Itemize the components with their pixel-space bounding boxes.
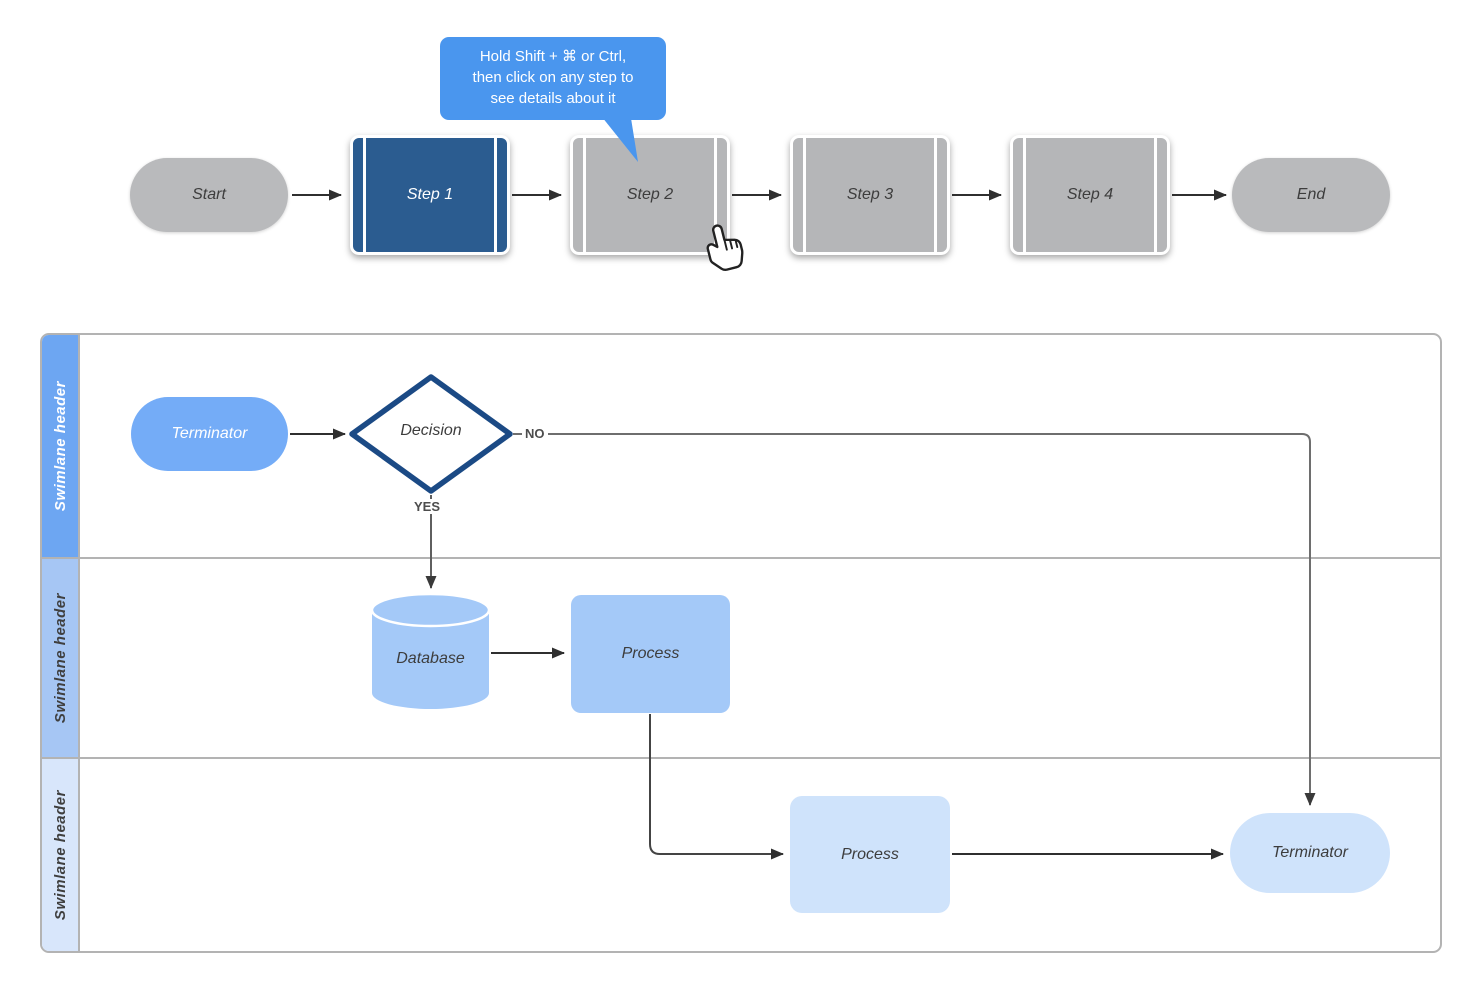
swimlane-2-header[interactable]: Swimlane header [42,559,80,757]
lane3-process-node[interactable]: Process [790,796,950,913]
yes-edge-label: YES [411,499,444,514]
step-2-node[interactable]: Step 2 [570,135,730,255]
step-1-label: Step 1 [406,186,454,203]
lane3-process-label: Process [841,845,899,863]
predefined-process-line [583,138,586,252]
lane1-terminator-label: Terminator [171,425,248,442]
database-node-label-wrap: Database [372,650,489,668]
end-label: End [1296,186,1326,203]
swimlane-2: Swimlane header [42,557,1440,757]
end-terminator[interactable]: End [1232,158,1390,232]
lane1-terminator-node[interactable]: Terminator [131,397,288,471]
swimlane-1-header[interactable]: Swimlane header [42,335,80,557]
predefined-process-line [803,138,806,252]
step-3-label: Step 3 [846,186,894,203]
step-4-label: Step 4 [1066,186,1114,203]
swimlane-1: Swimlane header [42,335,1440,557]
swimlane-2-header-label: Swimlane header [51,592,69,724]
predefined-process-line [363,138,366,252]
tooltip-bubble: Hold Shift + ⌘ or Ctrl, then click on an… [440,37,666,120]
no-edge-label: NO [522,426,548,441]
lane2-process-label: Process [621,645,680,662]
predefined-process-line [934,138,937,252]
predefined-process-line [1154,138,1157,252]
lane2-process-node[interactable]: Process [571,595,730,713]
step-2-label: Step 2 [626,186,674,203]
lane3-terminator-node[interactable]: Terminator [1230,813,1390,893]
database-label: Database [396,650,465,667]
predefined-process-line [494,138,497,252]
step-4-node[interactable]: Step 4 [1010,135,1170,255]
step-3-node[interactable]: Step 3 [790,135,950,255]
decision-label: Decision [400,422,462,439]
swimlane-3-header[interactable]: Swimlane header [42,759,80,951]
decision-node-label-wrap: Decision [351,422,511,440]
start-terminator[interactable]: Start [130,158,288,232]
start-label: Start [192,186,226,203]
swimlane-1-header-label: Swimlane header [51,380,69,512]
tooltip-text: Hold Shift + ⌘ or Ctrl, then click on an… [472,48,634,107]
step-1-node[interactable]: Step 1 [350,135,510,255]
predefined-process-line [1023,138,1026,252]
lane3-terminator-label: Terminator [1272,844,1348,861]
swimlane-3-header-label: Swimlane header [51,789,69,921]
predefined-process-line [714,138,717,252]
